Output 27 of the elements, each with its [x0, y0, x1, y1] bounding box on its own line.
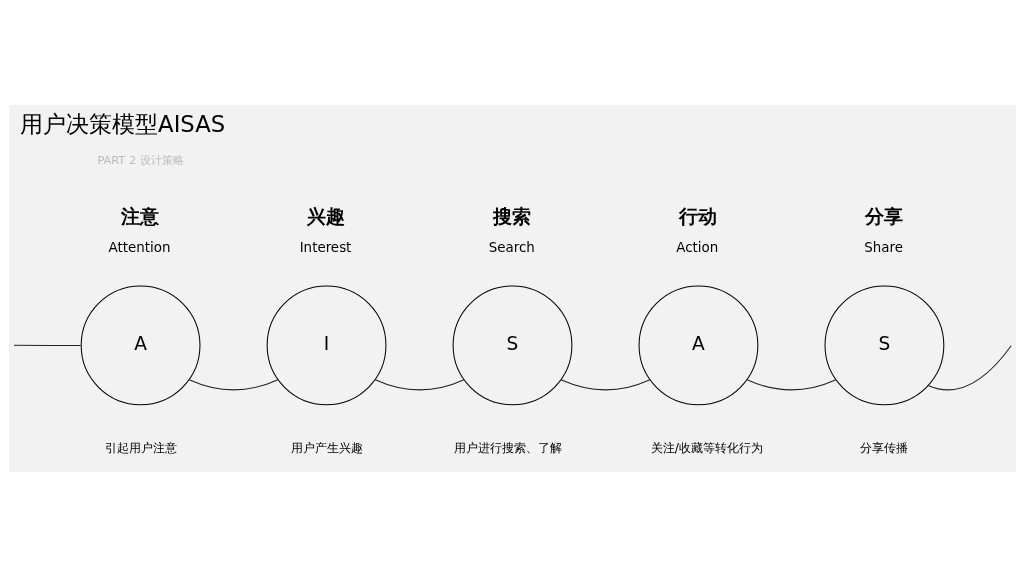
node-label: 分享传播 — [859, 439, 908, 455]
node-circle: A — [80, 284, 200, 405]
node-circle: S — [452, 284, 572, 405]
node-circle: S — [824, 284, 944, 405]
node-circle: I — [266, 284, 386, 405]
connector — [374, 378, 464, 390]
connector — [927, 344, 1012, 390]
node-label: 关注/收藏等转化行为 — [650, 439, 763, 455]
connector — [746, 378, 836, 390]
node-label: 兴趣 — [306, 205, 345, 227]
node-label: Interest — [299, 239, 351, 255]
node-label: 引起用户注意 — [104, 439, 177, 455]
node-label: 注意 — [120, 205, 159, 227]
node-label: Action — [675, 239, 718, 255]
node-label: 分享 — [864, 205, 903, 227]
node-label: 用户进行搜索、了解 — [453, 439, 562, 455]
connector — [560, 378, 650, 390]
node-label: Attention — [108, 239, 170, 255]
node-circle: A — [638, 284, 758, 405]
node-label: Share — [863, 239, 903, 255]
node-label: 行动 — [678, 205, 717, 227]
connector — [13, 344, 81, 346]
connector — [188, 378, 278, 390]
diagram-title: 用户决策模型AISAS — [19, 110, 225, 137]
node-label: 搜索 — [492, 205, 531, 227]
node-label: 用户产生兴趣 — [290, 439, 363, 455]
node-label: Search — [488, 239, 535, 255]
